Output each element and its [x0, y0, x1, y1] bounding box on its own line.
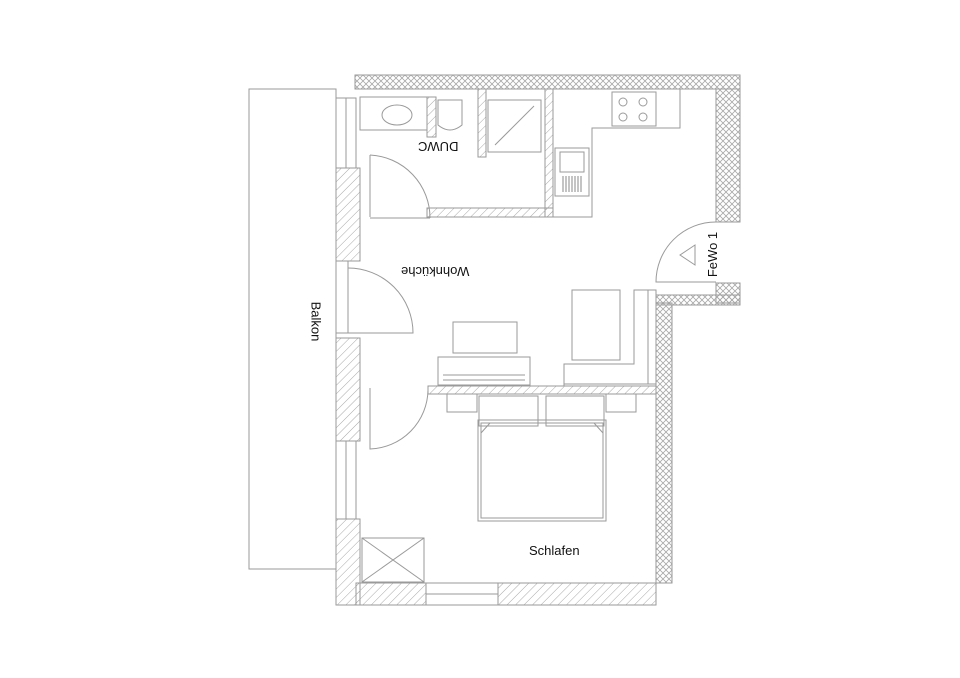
wall-bottom — [497, 582, 657, 606]
room-label-bedroom: Schlafen — [529, 543, 580, 558]
wall-right-upper — [715, 88, 741, 223]
corner-sofa — [563, 289, 657, 387]
unit-label: FeWo 1 — [705, 231, 721, 278]
wardrobe-icon — [361, 537, 425, 583]
wall-right-lower — [655, 302, 673, 584]
balcony-door-lower — [369, 388, 429, 450]
double-bed-icon — [477, 419, 607, 522]
kitchen-sink-icon — [554, 147, 590, 197]
room-label-balcony: Balkon — [308, 301, 324, 342]
kitchen-counter — [553, 88, 681, 218]
entrance-marker-icon — [679, 244, 696, 266]
table-icon — [452, 321, 518, 354]
room-label-living-kitchen: Wohnküche — [401, 264, 470, 279]
entrance-door — [655, 221, 717, 283]
balcony-door-upper — [347, 267, 414, 334]
partition-wall — [427, 385, 657, 395]
room-label-bathroom: DUWC — [418, 139, 459, 154]
sofa-cushion — [571, 289, 621, 361]
wall-top — [354, 74, 741, 90]
cooktop-icon — [611, 91, 657, 127]
shower-icon — [487, 99, 542, 153]
washbasin-icon — [381, 104, 413, 126]
bench-icon — [437, 356, 531, 386]
toilet-icon — [437, 99, 463, 131]
